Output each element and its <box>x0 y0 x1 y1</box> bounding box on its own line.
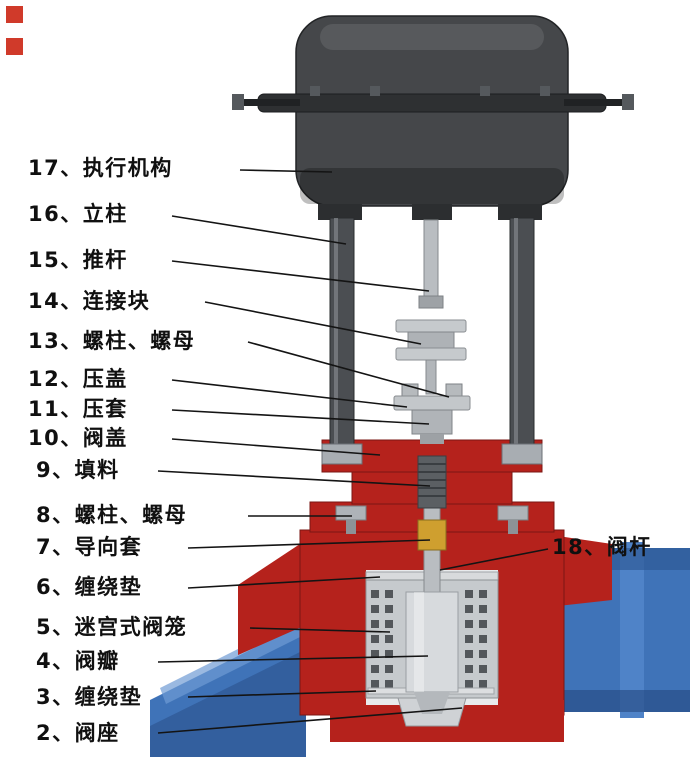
support-columns <box>321 217 543 465</box>
label-14: 14、连接块 <box>28 289 151 313</box>
label-8: 8、螺柱、螺母 <box>36 503 188 527</box>
label-5: 5、迷宫式阀笼 <box>36 615 188 639</box>
valve-plug <box>405 591 459 693</box>
actuator-highlight <box>320 24 544 50</box>
label-3: 3、缠绕垫 <box>36 685 143 709</box>
guide-sleeve <box>417 519 447 551</box>
flange-bolt-head <box>622 94 634 110</box>
packing-assembly <box>417 455 447 509</box>
flange-stud <box>310 86 320 96</box>
gland-stud-nut-right <box>445 383 463 397</box>
coupling-top-disc <box>395 319 467 333</box>
leader-6 <box>187 576 381 589</box>
push-rod <box>423 219 439 309</box>
leader-13 <box>247 341 450 398</box>
leader-11 <box>171 409 430 425</box>
actuator-boss <box>412 204 452 220</box>
column-right <box>509 217 535 457</box>
coupling-bottom-disc <box>395 347 467 361</box>
pipe-right-flange <box>620 542 644 718</box>
pipe-right-shade-bottom <box>556 690 690 712</box>
label-13: 13、螺柱、螺母 <box>28 329 196 353</box>
label-12: 12、压盖 <box>28 367 128 391</box>
actuator-flange <box>257 93 607 113</box>
label-9: 9、填料 <box>36 458 120 482</box>
label-6: 6、缠绕垫 <box>36 575 143 599</box>
body-bolt-left <box>335 505 367 521</box>
actuator <box>232 15 634 220</box>
flange-bolt-head <box>232 94 244 110</box>
flange-bolt-rod <box>564 99 626 106</box>
label-17: 17、执行机构 <box>28 156 173 180</box>
leader-12 <box>171 379 408 408</box>
column-nut-left <box>321 443 363 465</box>
leader-14 <box>204 301 422 345</box>
sleeve-neck <box>420 434 444 444</box>
stem-assembly <box>393 219 471 444</box>
body-left-wing <box>238 540 306 655</box>
rod-collar <box>418 295 444 309</box>
label-18: 18、阀杆 <box>552 535 652 559</box>
leader-9 <box>157 470 431 487</box>
label-15: 15、推杆 <box>28 248 128 272</box>
red-marker <box>6 6 23 23</box>
actuator-shade <box>300 168 564 204</box>
leader-16 <box>171 215 347 245</box>
trim-internals <box>365 503 499 727</box>
red-marker <box>6 38 23 55</box>
leader-15 <box>171 260 430 292</box>
body-right-wing <box>558 536 612 606</box>
plug-highlight <box>414 592 424 692</box>
body-bolt-left-stud <box>346 520 356 534</box>
leader-lines <box>157 169 549 734</box>
flange-stud <box>370 86 380 96</box>
leader-3 <box>187 690 377 698</box>
flange-stud <box>480 86 490 96</box>
flange-bolt-rod <box>238 99 300 106</box>
label-2: 2、阀座 <box>36 721 120 745</box>
plug-tip <box>414 692 450 714</box>
valve-stem <box>423 503 441 605</box>
label-11: 11、压套 <box>28 397 128 421</box>
leader-7 <box>187 539 431 549</box>
stem-upper <box>425 359 437 395</box>
gland <box>393 395 471 411</box>
body-bolt-right <box>497 505 529 521</box>
label-4: 4、阀瓣 <box>36 649 120 673</box>
actuator-boss <box>498 204 542 220</box>
label-10: 10、阀盖 <box>28 426 128 450</box>
leader-17 <box>239 169 333 173</box>
label-16: 16、立柱 <box>28 202 128 226</box>
label-7: 7、导向套 <box>36 535 143 559</box>
coupling-block <box>407 331 455 349</box>
leader-10 <box>171 438 381 456</box>
actuator-boss <box>318 204 362 220</box>
leader-18 <box>439 548 549 571</box>
leader-5 <box>249 627 391 633</box>
column-left-highlight <box>334 218 338 456</box>
leader-4 <box>157 655 429 663</box>
corner-markers <box>6 6 23 55</box>
column-nut-right <box>501 443 543 465</box>
body-bolt-right-stud <box>508 520 518 534</box>
gland-sleeve <box>411 409 453 435</box>
flange-stud <box>540 86 550 96</box>
leader-2 <box>157 707 463 734</box>
column-right-highlight <box>514 218 518 456</box>
